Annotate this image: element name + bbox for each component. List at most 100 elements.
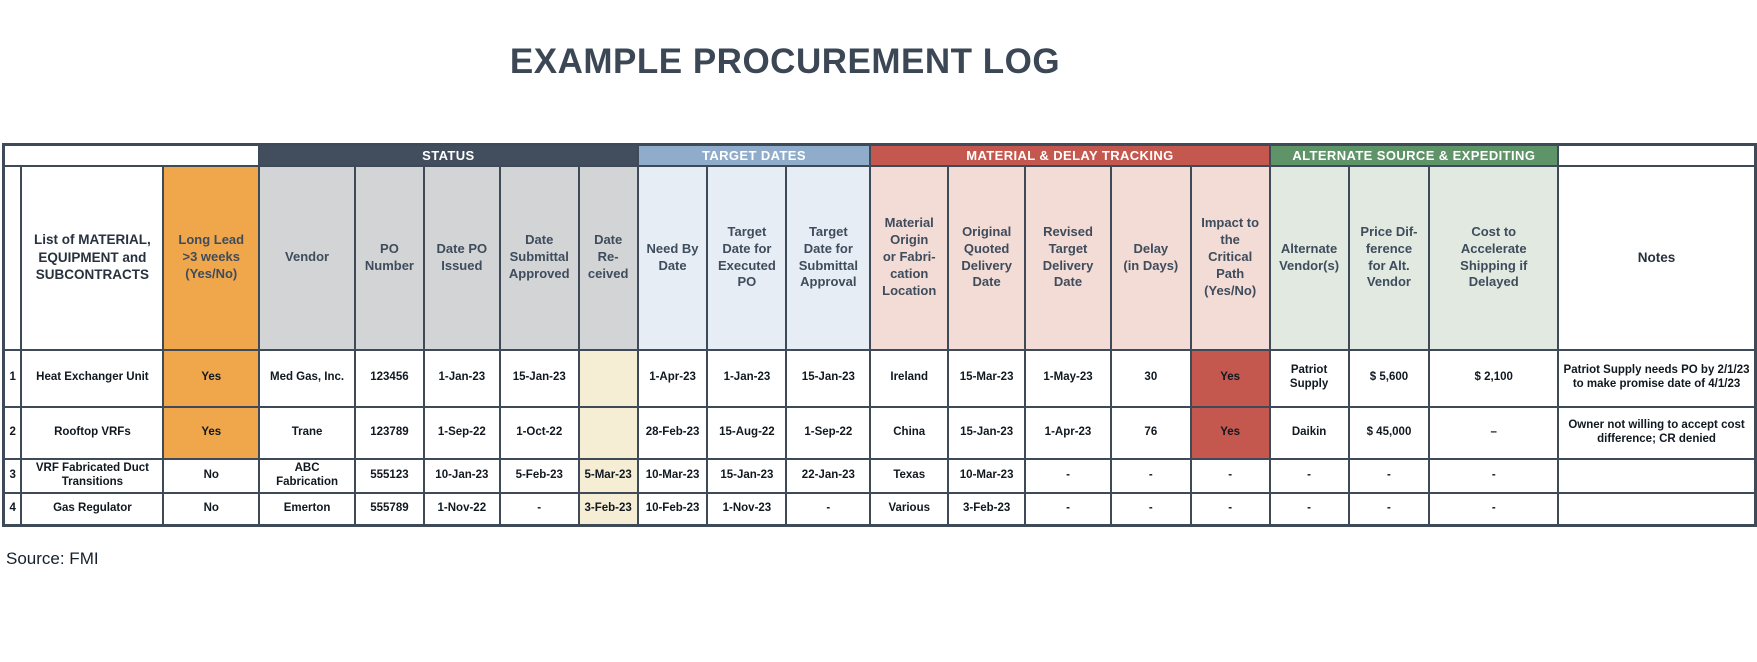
cell-cost-to-accelerate: - bbox=[1428, 457, 1560, 494]
column-header-date-po-issued: Date PO Issued bbox=[422, 164, 501, 351]
cell-material-origin: China bbox=[869, 405, 950, 460]
title-area: EXAMPLE PROCUREMENT LOG bbox=[0, 0, 1570, 79]
cell-cost-to-accelerate: $ 2,100 bbox=[1428, 348, 1560, 408]
cell-original-quoted-delivery-date: 10-Mar-23 bbox=[947, 457, 1027, 494]
cell-cost-to-accelerate: - bbox=[1428, 491, 1560, 527]
cell-need-by-date: 10-Mar-23 bbox=[636, 457, 709, 494]
cell-target-date-submittal-approval: 1-Sep-22 bbox=[785, 405, 872, 460]
group-header-spacer bbox=[2, 143, 261, 167]
column-header-delay-days: Delay (in Days) bbox=[1109, 164, 1192, 351]
cell-alternate-vendors: Daikin bbox=[1268, 405, 1350, 460]
cell-delay-days: 30 bbox=[1109, 348, 1192, 408]
cell-notes: Patriot Supply needs PO by 2/1/23 to mak… bbox=[1557, 348, 1757, 408]
cell-target-date-executed-po: 15-Jan-23 bbox=[706, 457, 788, 494]
cell-date-submittal-approved: 15-Jan-23 bbox=[498, 348, 580, 408]
cell-date-received bbox=[577, 348, 639, 408]
column-header-cost-to-accelerate: Cost to Accelerate Shipping if Delayed bbox=[1428, 164, 1560, 351]
cell-revised-target-delivery-date: - bbox=[1024, 491, 1112, 527]
cell-notes: Owner not willing to accept cost differe… bbox=[1557, 405, 1757, 460]
group-header-target-dates: TARGET DATES bbox=[636, 143, 872, 167]
cell-revised-target-delivery-date: 1-May-23 bbox=[1024, 348, 1112, 408]
cell-target-date-submittal-approval: 15-Jan-23 bbox=[785, 348, 872, 408]
column-header-original-quoted-delivery-date: Original Quoted Delivery Date bbox=[947, 164, 1027, 351]
column-header-impact-critical-path: Impact to the Critical Path (Yes/No) bbox=[1189, 164, 1271, 351]
cell-date-submittal-approved: - bbox=[498, 491, 580, 527]
cell-need-by-date: 1-Apr-23 bbox=[636, 348, 709, 408]
cell-material-origin: Texas bbox=[869, 457, 950, 494]
column-header-vendor: Vendor bbox=[258, 164, 356, 351]
cell-target-date-submittal-approval: 22-Jan-23 bbox=[785, 457, 872, 494]
column-header-date-received: Date Re- ceived bbox=[577, 164, 639, 351]
group-header-material-delay-tracking: MATERIAL & DELAY TRACKING bbox=[869, 143, 1271, 167]
group-header-status: STATUS bbox=[258, 143, 639, 167]
group-header-spacer bbox=[1557, 143, 1757, 167]
column-header-date-submittal-approved: Date Submittal Approved bbox=[498, 164, 580, 351]
cell-po-number: 123456 bbox=[353, 348, 425, 408]
cell-long-lead: No bbox=[162, 457, 261, 494]
cell-need-by-date: 28-Feb-23 bbox=[636, 405, 709, 460]
cell-notes bbox=[1557, 457, 1757, 494]
cell-item: Rooftop VRFs bbox=[20, 405, 165, 460]
cell-delay-days: - bbox=[1109, 491, 1192, 527]
column-header-need-by-date: Need By Date bbox=[636, 164, 709, 351]
cell-item: VRF Fabricated Duct Transitions bbox=[20, 457, 165, 494]
cell-po-number: 555789 bbox=[353, 491, 425, 527]
cell-impact-critical-path: Yes bbox=[1189, 348, 1271, 408]
cell-price-difference-alt-vendor: $ 45,000 bbox=[1347, 405, 1431, 460]
cell-target-date-executed-po: 15-Aug-22 bbox=[706, 405, 788, 460]
cell-revised-target-delivery-date: - bbox=[1024, 457, 1112, 494]
column-header-price-difference-alt-vendor: Price Dif- ference for Alt. Vendor bbox=[1347, 164, 1431, 351]
cell-need-by-date: 10-Feb-23 bbox=[636, 491, 709, 527]
column-header-revised-target-delivery-date: Revised Target Delivery Date bbox=[1024, 164, 1112, 351]
cell-material-origin: Various bbox=[869, 491, 950, 527]
cell-date-po-issued: 1-Jan-23 bbox=[422, 348, 501, 408]
cell-num: 2 bbox=[2, 405, 23, 460]
cell-vendor: ABC Fabrication bbox=[258, 457, 356, 494]
cell-impact-critical-path: - bbox=[1189, 457, 1271, 494]
cell-delay-days: 76 bbox=[1109, 405, 1192, 460]
column-header-target-date-executed-po: Target Date for Executed PO bbox=[706, 164, 788, 351]
cell-date-received bbox=[577, 405, 639, 460]
cell-date-received: 3-Feb-23 bbox=[577, 491, 639, 527]
cell-num: 3 bbox=[2, 457, 23, 494]
cell-cost-to-accelerate: – bbox=[1428, 405, 1560, 460]
cell-material-origin: Ireland bbox=[869, 348, 950, 408]
cell-long-lead: Yes bbox=[162, 405, 261, 460]
cell-price-difference-alt-vendor: $ 5,600 bbox=[1347, 348, 1431, 408]
cell-original-quoted-delivery-date: 15-Jan-23 bbox=[947, 405, 1027, 460]
column-header-alternate-vendors: Alternate Vendor(s) bbox=[1268, 164, 1350, 351]
cell-revised-target-delivery-date: 1-Apr-23 bbox=[1024, 405, 1112, 460]
source-note: Source: FMI bbox=[6, 549, 99, 568]
cell-date-po-issued: 10-Jan-23 bbox=[422, 457, 501, 494]
cell-impact-critical-path: Yes bbox=[1189, 405, 1271, 460]
group-header-alternate-source-expediting: ALTERNATE SOURCE & EXPEDITING bbox=[1268, 143, 1560, 167]
column-header-material-origin: Material Origin or Fabri- cation Locatio… bbox=[869, 164, 950, 351]
cell-date-received: 5-Mar-23 bbox=[577, 457, 639, 494]
cell-num: 4 bbox=[2, 491, 23, 527]
column-header-po-number: PO Number bbox=[353, 164, 425, 351]
cell-original-quoted-delivery-date: 3-Feb-23 bbox=[947, 491, 1027, 527]
cell-vendor: Trane bbox=[258, 405, 356, 460]
cell-long-lead: Yes bbox=[162, 348, 261, 408]
cell-date-submittal-approved: 5-Feb-23 bbox=[498, 457, 580, 494]
cell-po-number: 555123 bbox=[353, 457, 425, 494]
cell-alternate-vendors: Patriot Supply bbox=[1268, 348, 1350, 408]
cell-date-po-issued: 1-Sep-22 bbox=[422, 405, 501, 460]
cell-target-date-executed-po: 1-Nov-23 bbox=[706, 491, 788, 527]
column-header-row: List of MATERIAL, EQUIPMENT and SUBCONTR… bbox=[2, 164, 1757, 351]
column-header-target-date-submittal-approval: Target Date for Submittal Approval bbox=[785, 164, 872, 351]
cell-alternate-vendors: - bbox=[1268, 491, 1350, 527]
column-header-item: List of MATERIAL, EQUIPMENT and SUBCONTR… bbox=[20, 164, 165, 351]
cell-vendor: Med Gas, Inc. bbox=[258, 348, 356, 408]
cell-item: Gas Regulator bbox=[20, 491, 165, 527]
column-header-notes: Notes bbox=[1557, 164, 1757, 351]
cell-notes bbox=[1557, 491, 1757, 527]
cell-date-submittal-approved: 1-Oct-22 bbox=[498, 405, 580, 460]
